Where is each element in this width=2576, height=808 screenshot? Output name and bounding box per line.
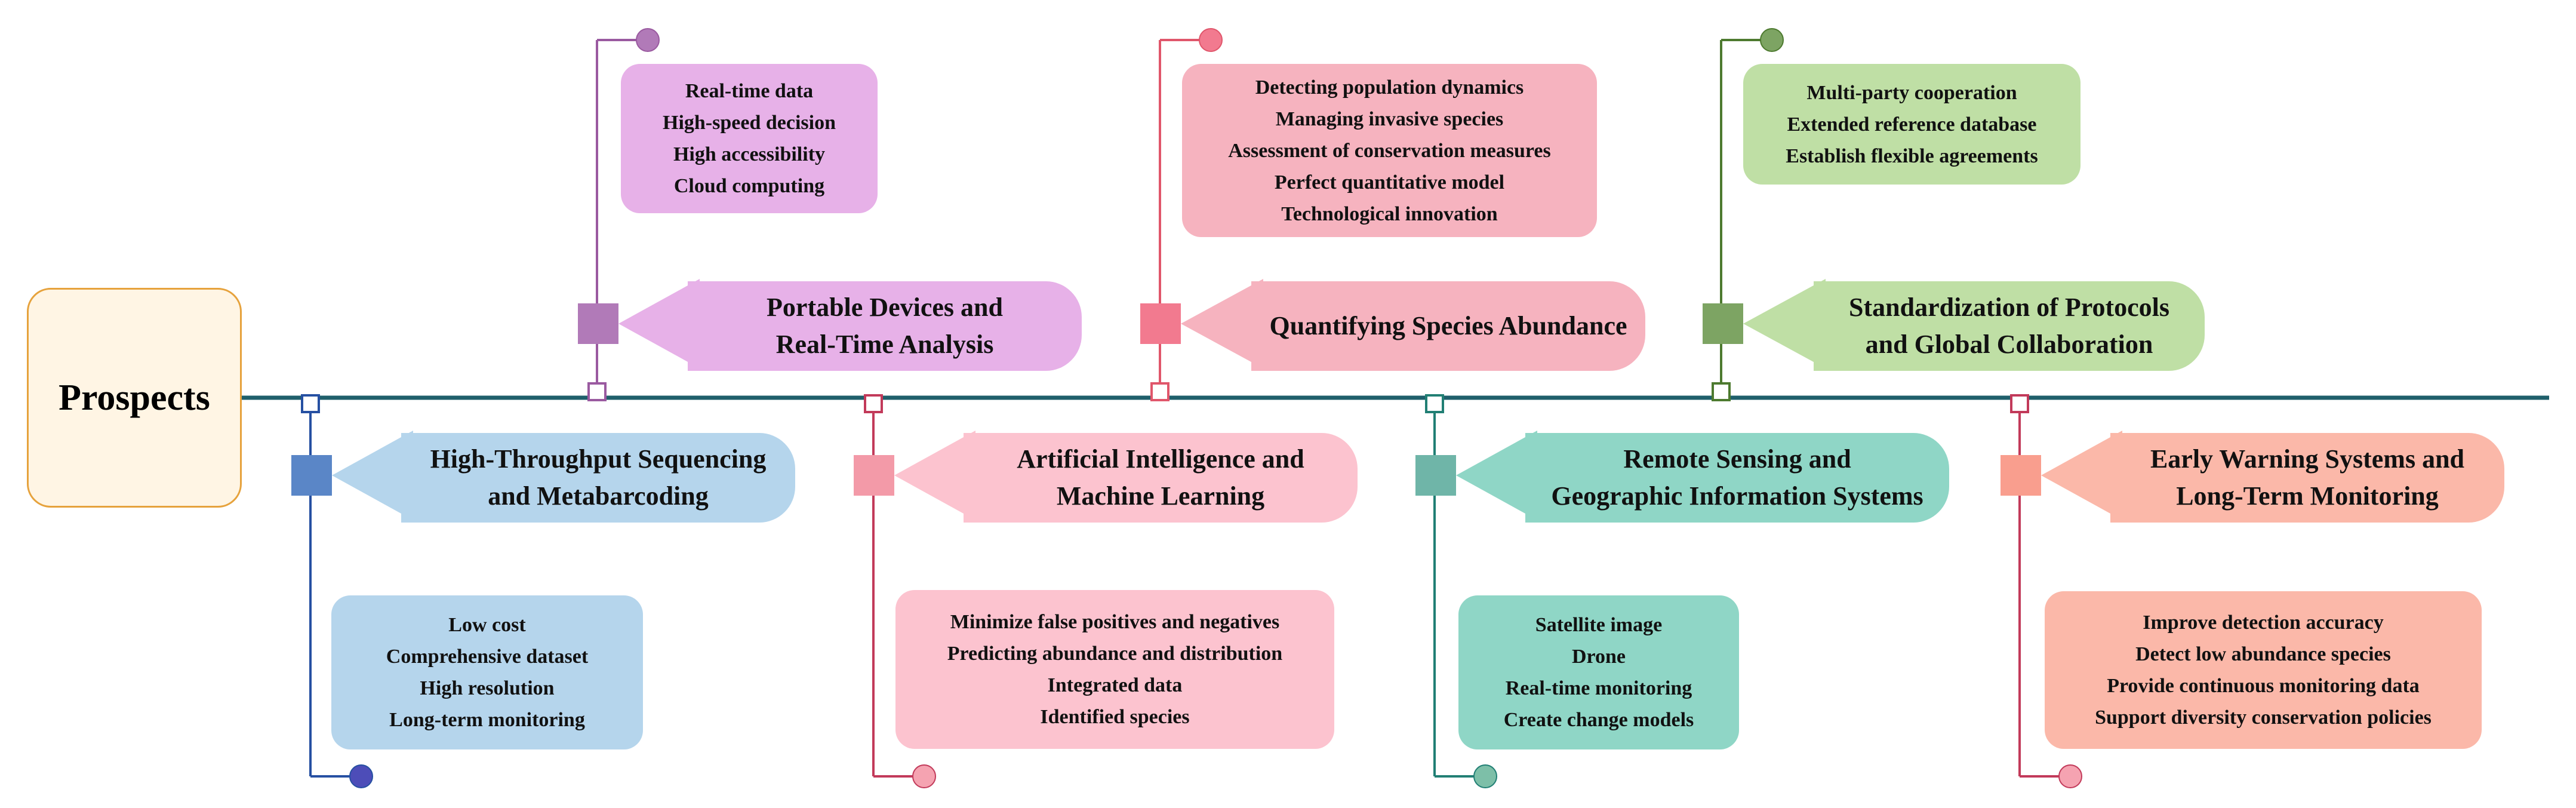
branch-portable-end-dot — [636, 28, 660, 52]
branch-warning-detail-item: Provide continuous monitoring data — [2107, 675, 2420, 697]
branch-ai-end-dot — [912, 764, 936, 788]
branch-warning-callout-wedge — [2041, 431, 2122, 520]
branch-abundance-detail-item: Assessment of conservation measures — [1228, 139, 1551, 162]
branch-abundance-spine-node — [1150, 382, 1169, 401]
branch-ai-label-line: Artificial Intelligence and — [1017, 444, 1304, 474]
branch-ai-spine-node — [864, 394, 883, 413]
branch-remote-detail-item: Drone — [1571, 646, 1626, 668]
branch-abundance-label: Quantifying Species Abundance — [1251, 281, 1645, 371]
branch-abundance-end-dot — [1199, 28, 1223, 52]
branch-standardization-callout-wedge — [1743, 279, 1826, 368]
branch-standardization-label-line: Standardization of Protocols — [1849, 293, 2169, 322]
branch-remote-callout-wedge — [1456, 431, 1537, 520]
branch-standardization-detail-item: Multi-party cooperation — [1806, 81, 2017, 104]
branch-warning-label-line: Long-Term Monitoring — [2176, 481, 2439, 511]
branch-warning-detail-item: Detect low abundance species — [2135, 643, 2391, 665]
branch-remote-detail-item: Real-time monitoring — [1505, 677, 1692, 699]
branch-portable-detail-item: High accessibility — [673, 143, 826, 165]
branch-remote-detail-item: Satellite image — [1535, 614, 1663, 636]
branch-standardization-spine-node — [1712, 382, 1731, 401]
branch-remote-spine-node — [1425, 394, 1444, 413]
branch-remote-detail-item: Create change models — [1503, 709, 1694, 731]
branch-remote-label-line: Geographic Information Systems — [1551, 481, 1923, 511]
branch-standardization-detail-item: Extended reference database — [1787, 113, 2037, 136]
branch-abundance-detail-item: Technological innovation — [1281, 202, 1498, 225]
branch-ai-detail-item: Identified species — [1040, 706, 1190, 728]
branch-abundance-marker — [1140, 303, 1181, 344]
branch-abundance-label-line: Quantifying Species Abundance — [1269, 311, 1627, 340]
branch-standardization-label-line: and Global Collaboration — [1865, 330, 2153, 359]
branch-abundance-detail-item: Detecting population dynamics — [1255, 76, 1524, 99]
prospects-box: Prospects — [27, 288, 242, 508]
branch-portable-detail-item: Real-time data — [685, 80, 814, 102]
branch-standardization-end-dot — [1760, 28, 1784, 52]
branch-sequencing-end-dot — [349, 764, 373, 788]
branch-ai-marker — [854, 455, 894, 496]
branch-abundance-detail-item: Perfect quantitative model — [1274, 171, 1505, 193]
branch-portable-callout-wedge — [618, 279, 700, 368]
branch-ai-detail-item: Minimize false positives and negatives — [950, 611, 1280, 633]
branch-remote-marker — [1415, 455, 1456, 496]
branch-abundance-callout-wedge — [1181, 279, 1263, 368]
branch-portable-label-line: Portable Devices and — [767, 293, 1003, 322]
branch-portable-detail-item: Cloud computing — [673, 175, 825, 197]
branch-portable-label-line: Real-Time Analysis — [775, 330, 994, 359]
branch-ai-detail-item: Predicting abundance and distribution — [947, 643, 1283, 665]
branch-warning-spine-node — [2010, 394, 2029, 413]
branch-sequencing-detail-item: Long-term monitoring — [389, 709, 585, 731]
branch-sequencing-label-line: High-Throughput Sequencing — [430, 444, 767, 474]
branch-sequencing-marker — [291, 455, 332, 496]
branch-sequencing-spine-node — [301, 394, 320, 413]
branch-remote-end-dot — [1473, 764, 1497, 788]
branch-standardization-label: Standardization of Protocols and Global C… — [1814, 281, 2205, 371]
branch-warning-end-dot — [2058, 764, 2082, 788]
branch-sequencing-detail-item: Comprehensive dataset — [386, 646, 589, 668]
branch-abundance-detail-item: Managing invasive species — [1275, 107, 1504, 130]
branch-ai-label-line: Machine Learning — [1056, 481, 1265, 511]
branch-portable-spine-node — [587, 382, 607, 401]
branch-warning-detail-item: Support diversity conservation policies — [2095, 706, 2432, 729]
branch-warning-detail-item: Improve detection accuracy — [2143, 612, 2384, 634]
branch-sequencing-callout-wedge — [332, 431, 413, 520]
branch-remote-label-line: Remote Sensing and — [1623, 444, 1851, 474]
branch-ai-detail-item: Integrated data — [1047, 674, 1183, 696]
branch-portable-marker — [578, 303, 618, 344]
branch-sequencing-detail-item: High resolution — [420, 677, 555, 699]
branch-standardization-marker — [1703, 303, 1743, 344]
branch-warning-label-line: Early Warning Systems and — [2150, 444, 2465, 474]
branch-sequencing-label: High-Throughput Sequencing and Metabarcod… — [401, 433, 795, 523]
branch-ai-callout-wedge — [894, 431, 975, 520]
branch-sequencing-detail-item: Low cost — [448, 614, 526, 636]
branch-portable-detail-item: High-speed decision — [663, 112, 836, 134]
branch-sequencing-label-line: and Metabarcoding — [488, 481, 709, 511]
branch-warning-marker — [2001, 455, 2041, 496]
branch-standardization-detail-item: Establish flexible agreements — [1786, 145, 2038, 167]
